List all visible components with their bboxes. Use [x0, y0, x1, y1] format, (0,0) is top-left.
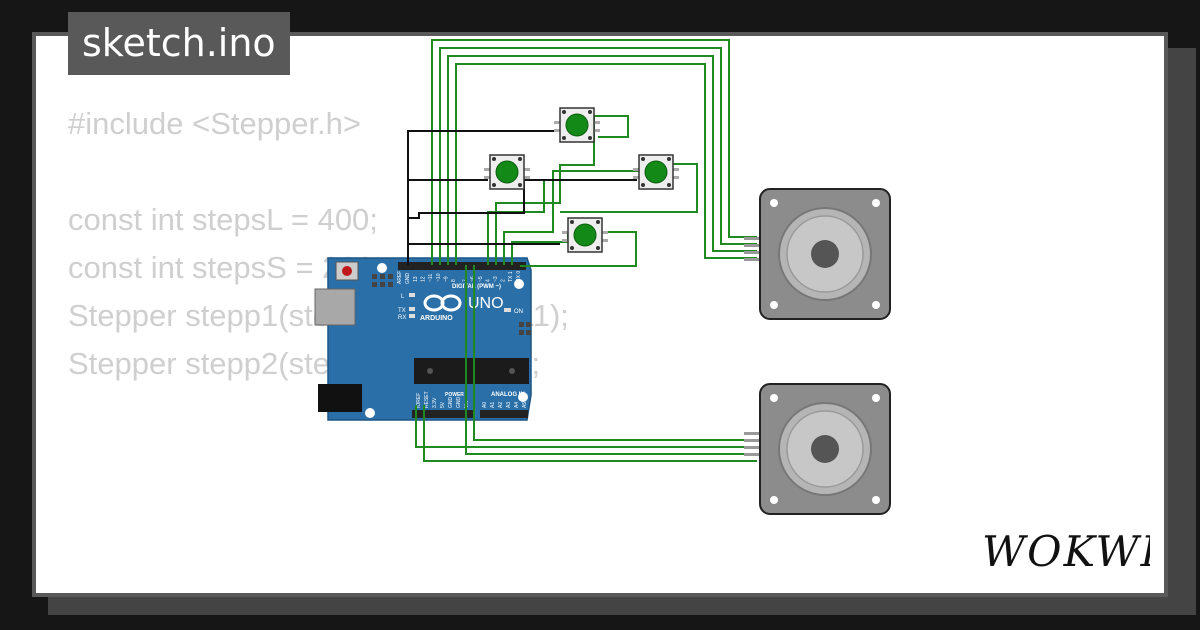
digital-pin-label: RX 0	[516, 271, 522, 282]
analog-pin-label: A1	[490, 402, 496, 408]
digital-pin-label: ~9	[443, 276, 449, 282]
wokwi-logo-text: WOKWI	[982, 527, 1150, 576]
analog-pin-label: A0	[482, 402, 488, 408]
code-line: const int stepsS = 200;	[68, 250, 383, 285]
analog-header-label: ANALOG IN	[491, 392, 525, 398]
power-pin-label: 3.3V	[432, 397, 438, 408]
led-tx-label: TX	[398, 308, 406, 314]
analog-pin-label: A3	[506, 402, 512, 408]
led-rx-label: RX	[398, 315, 406, 321]
digital-pin-label: TX 1	[508, 271, 514, 282]
wires-green	[415, 39, 757, 462]
code-line: #include <Stepper.h>	[68, 106, 362, 141]
analog-pin-label: A5	[522, 402, 528, 408]
power-pin-label: RESET	[424, 391, 430, 408]
preview-card	[32, 32, 1168, 597]
wokwi-logo: WOKWI	[982, 527, 1150, 576]
power-pin-label: GND	[448, 397, 454, 409]
board-brand-label: ARDUINO	[420, 315, 453, 322]
pushbutton[interactable]	[633, 154, 679, 190]
pushbutton[interactable]	[484, 154, 530, 190]
power-jack	[318, 384, 362, 412]
power-pin-label: 5V	[440, 401, 446, 408]
usb-port	[314, 288, 356, 326]
digital-pin-label: 13	[413, 276, 419, 282]
stepper-motor[interactable]	[744, 188, 891, 320]
on-label: ON	[514, 309, 523, 315]
power-header	[412, 410, 474, 418]
digital-header	[398, 262, 526, 270]
pushbutton[interactable]	[554, 107, 600, 143]
digital-pin-label: ~3	[493, 276, 499, 282]
stepper-motor[interactable]	[744, 383, 891, 515]
digital-pin-label: ~10	[436, 273, 442, 282]
analog-header	[480, 410, 528, 418]
gnd-label: GND	[405, 273, 411, 285]
power-pin-label: GND	[456, 397, 462, 409]
digital-pin-label: 12	[421, 276, 427, 282]
led-l-label: L	[401, 294, 405, 300]
power-pin-label: IOREF	[416, 393, 422, 408]
digital-header-label: DIGITAL (PWM ~)	[452, 284, 501, 290]
power-header-label: POWER	[445, 392, 464, 398]
code-line: const int stepsL = 400;	[68, 202, 378, 237]
digital-pin-label: ~11	[428, 274, 434, 282]
pushbutton[interactable]	[562, 217, 608, 253]
digital-pin-label: 2	[501, 279, 507, 282]
file-tab[interactable]: sketch.ino	[68, 12, 290, 75]
board-model-label: UNO	[468, 295, 504, 312]
analog-pin-label: A2	[498, 402, 504, 408]
wires-black	[407, 130, 637, 265]
arduino-logo	[423, 294, 462, 312]
digital-pin-label: ~5	[478, 276, 484, 282]
analog-pin-label: A4	[514, 402, 520, 408]
digital-pin-label: 4	[485, 279, 491, 282]
digital-pin-label: 8	[451, 279, 457, 282]
aref-label: AREF	[397, 271, 403, 284]
